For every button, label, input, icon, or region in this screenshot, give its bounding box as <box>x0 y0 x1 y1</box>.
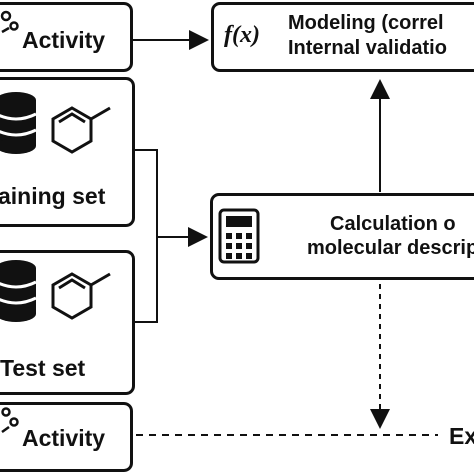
modeling-line2: Internal validatio <box>288 37 447 59</box>
modeling-line1: Modeling (correl <box>288 12 444 34</box>
bracket-sets <box>134 149 158 323</box>
calculation-line2: molecular descrip <box>307 237 474 259</box>
toluene-icon <box>51 272 111 320</box>
test-set-label: Test set <box>0 355 86 381</box>
database-icon <box>0 260 37 322</box>
calculation-box <box>210 193 474 280</box>
modeling-box <box>211 2 474 72</box>
training-set-label: aining set <box>0 183 106 209</box>
calculator-icon <box>218 208 260 264</box>
calculation-line1: Calculation o <box>330 213 456 235</box>
activity-bottom-label: Activity <box>22 425 106 451</box>
activity-bottom-box <box>0 402 133 472</box>
function-icon: f(x) <box>224 22 260 48</box>
toluene-icon <box>51 106 111 154</box>
external-label: Ex <box>446 423 474 450</box>
molecule-icon <box>0 10 19 34</box>
database-icon <box>0 92 37 154</box>
molecule-icon <box>1 407 19 434</box>
activity-top-box <box>0 2 133 72</box>
activity-top-label: Activity <box>22 27 106 53</box>
